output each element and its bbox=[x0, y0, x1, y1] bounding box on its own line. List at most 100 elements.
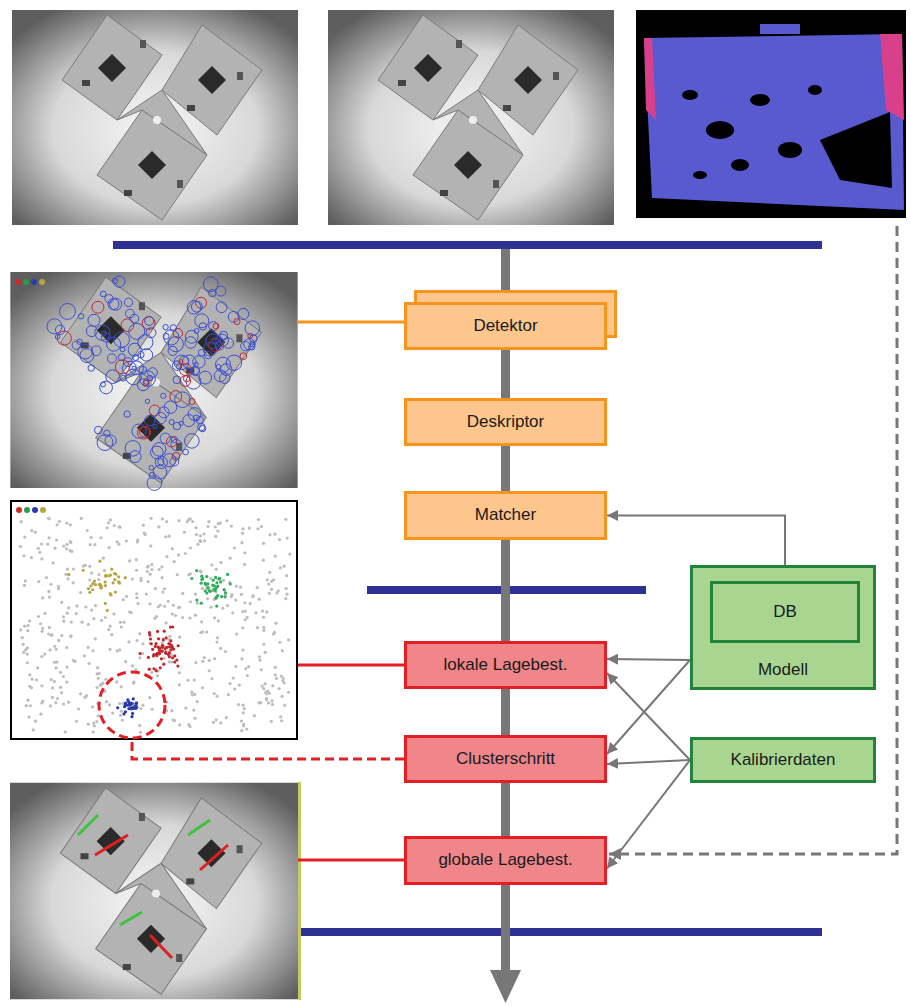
scatter-point bbox=[221, 607, 224, 610]
scatter-point bbox=[23, 535, 26, 538]
data-box: Kalibrierdaten bbox=[690, 737, 876, 783]
scatter-point bbox=[256, 586, 259, 589]
scatter-point bbox=[40, 655, 43, 658]
scatter-point bbox=[118, 581, 121, 584]
scatter-point bbox=[62, 545, 65, 548]
depth-edge bbox=[644, 38, 656, 120]
scatter-point bbox=[210, 677, 213, 680]
scatter-point bbox=[263, 682, 266, 685]
scatter-point bbox=[37, 615, 40, 618]
depth-hole bbox=[778, 142, 802, 158]
scatter-point bbox=[135, 558, 138, 561]
scatter-point bbox=[287, 691, 290, 694]
scatter-point bbox=[53, 547, 56, 550]
keypoint bbox=[220, 331, 228, 339]
scatter-point bbox=[104, 616, 107, 619]
keypoint bbox=[213, 323, 219, 329]
scatter-point bbox=[138, 656, 141, 659]
scatter-point bbox=[285, 574, 288, 577]
scatter-point bbox=[104, 602, 107, 605]
scatter-point bbox=[262, 626, 265, 629]
scatter-point bbox=[213, 692, 216, 695]
scatter-point bbox=[270, 720, 273, 723]
scatter-point bbox=[95, 720, 98, 723]
scatter-point bbox=[225, 519, 228, 522]
scatter-point bbox=[23, 625, 26, 628]
node-label: globale Lagebest. bbox=[438, 850, 572, 870]
scatter-point bbox=[201, 660, 204, 663]
scatter-point bbox=[246, 674, 249, 677]
scatter-point bbox=[164, 535, 167, 538]
scatter-point bbox=[37, 580, 40, 583]
pipeline-line bbox=[501, 446, 510, 491]
scatter-point bbox=[266, 578, 269, 581]
keypoint bbox=[171, 439, 182, 450]
scatter-point bbox=[69, 635, 72, 638]
scatter-point bbox=[157, 637, 160, 640]
keypoint bbox=[163, 454, 176, 467]
scatter-point bbox=[148, 668, 151, 671]
scatter-point bbox=[240, 729, 243, 732]
color-dot bbox=[15, 279, 21, 285]
keypoint bbox=[128, 343, 141, 356]
scatter-point bbox=[268, 592, 271, 595]
scatter-point bbox=[200, 620, 203, 623]
keypoint bbox=[155, 456, 167, 468]
scatter-point bbox=[93, 543, 96, 546]
scatter-point bbox=[39, 713, 42, 716]
scatter-point bbox=[118, 582, 121, 585]
scatter-point bbox=[148, 631, 151, 634]
scatter-point bbox=[171, 612, 174, 615]
scatter-point bbox=[79, 692, 82, 695]
scatter-point bbox=[92, 730, 95, 733]
keypoint bbox=[198, 423, 205, 430]
depth-background bbox=[636, 10, 906, 218]
keypoint bbox=[129, 323, 145, 339]
scatter-point bbox=[273, 533, 276, 536]
scatter-point bbox=[184, 707, 187, 710]
scatter-point bbox=[139, 577, 142, 580]
scatter-point bbox=[167, 600, 170, 603]
scatter-point bbox=[219, 561, 222, 564]
scatter-point bbox=[60, 634, 63, 637]
scatter-point bbox=[26, 699, 29, 702]
scatter-point bbox=[158, 568, 161, 571]
scatter-point bbox=[118, 525, 121, 528]
scatter-point bbox=[104, 574, 107, 577]
color-dot bbox=[40, 507, 46, 513]
scatter-point bbox=[245, 727, 248, 730]
keypoint bbox=[194, 362, 198, 366]
scatter-point bbox=[47, 517, 50, 520]
keypoint bbox=[88, 314, 100, 326]
scatter-point bbox=[108, 546, 111, 549]
scatter-point bbox=[138, 632, 141, 635]
result-photo bbox=[10, 783, 298, 1000]
scatter-point bbox=[268, 691, 271, 694]
scatter-point bbox=[241, 704, 244, 707]
scatter-point bbox=[156, 630, 159, 633]
scatter-point bbox=[173, 660, 176, 663]
scatter-point bbox=[100, 683, 103, 686]
scatter-point bbox=[199, 570, 202, 573]
scatter-point bbox=[54, 666, 57, 669]
scatter-point bbox=[139, 731, 142, 734]
scatter-point bbox=[162, 638, 165, 641]
scatter-point bbox=[208, 589, 211, 592]
scatter-point bbox=[214, 525, 217, 528]
flow-arrow bbox=[607, 659, 690, 660]
keypoint bbox=[174, 355, 189, 370]
scatter-point bbox=[177, 606, 180, 609]
scatter-point bbox=[268, 533, 271, 536]
scatter-point bbox=[203, 656, 206, 659]
scatter-point bbox=[97, 578, 100, 581]
scatter-point bbox=[125, 595, 128, 598]
scatter-point bbox=[22, 554, 25, 557]
scatter-point bbox=[162, 663, 165, 666]
scatter-point bbox=[57, 639, 60, 642]
scatter-point bbox=[123, 621, 126, 624]
scatter-point bbox=[57, 587, 60, 590]
scatter-point bbox=[170, 644, 173, 647]
axis-line bbox=[95, 835, 128, 855]
scatter-point bbox=[119, 714, 122, 717]
flow-arrow bbox=[607, 673, 690, 760]
